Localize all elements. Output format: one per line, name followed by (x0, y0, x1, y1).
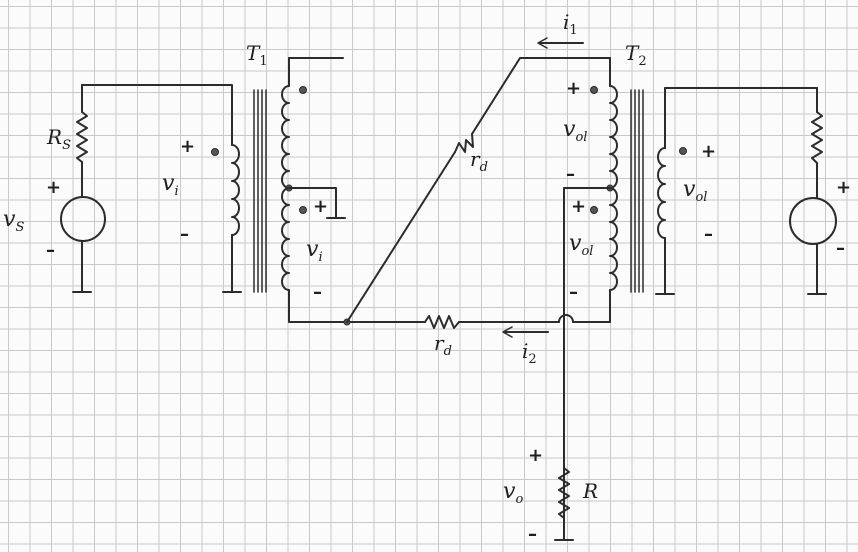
vol-lower-plus: + (571, 196, 586, 217)
voltage-source-right (789, 197, 837, 245)
vi-primary-plus: + (180, 136, 195, 157)
label-rs: RS (46, 125, 71, 153)
vo-minus: – (528, 524, 537, 545)
t2-core (630, 89, 644, 293)
t1-secondary (281, 57, 426, 323)
vol-lower-minus: – (569, 282, 578, 303)
source-circuit (60, 84, 242, 293)
label-vol-lower: vol (569, 231, 593, 259)
t1-center-tap-wire (288, 187, 337, 219)
label-i2: i2 (522, 339, 537, 367)
right-resistor (811, 111, 823, 164)
label-rd-diagonal: rd (470, 147, 488, 175)
t2-right-winding (657, 147, 666, 239)
load-resistor (554, 461, 574, 541)
label-t1: T1 (246, 41, 268, 69)
vol-right-minus: – (704, 224, 713, 245)
t1-upper-dot (299, 86, 307, 94)
t2-upper-winding (609, 85, 618, 189)
t1-bottom-wire (288, 289, 426, 323)
vo-plus: + (528, 445, 543, 466)
label-t2: T2 (625, 41, 647, 69)
vi-secondary-minus: – (313, 282, 322, 303)
right-source-minus: – (836, 238, 845, 259)
t2-windings (563, 57, 618, 541)
t1-lower-dot (299, 206, 307, 214)
i1-arrow-head (537, 37, 548, 49)
vi-secondary-plus: + (313, 196, 328, 217)
t2-right-dot (679, 147, 687, 155)
t1-primary-dot (211, 148, 219, 156)
vol-upper-plus: + (566, 78, 581, 99)
output-wire (563, 187, 611, 541)
t1-primary-winding (231, 144, 240, 236)
label-vol-upper: vol (563, 117, 587, 145)
top-wire (81, 84, 233, 146)
label-i1: i1 (563, 10, 578, 38)
t2-lower-winding (609, 187, 618, 291)
t2-upper-dot (590, 86, 598, 94)
vol-right-plus: + (701, 141, 716, 162)
rd-branches (343, 37, 611, 338)
labels: T1 T2 RS vS + – + vi – + vi – rd rd i1 i… (3, 10, 851, 545)
label-vi-primary: vi (162, 171, 179, 199)
r-load (558, 461, 570, 519)
i2-arrow-head (502, 326, 513, 338)
rs-resistor (76, 111, 88, 163)
right-circuit (655, 87, 837, 295)
label-vs: vS (3, 207, 24, 235)
vi-primary-minus: – (180, 224, 189, 245)
diagonal-wire-upper (471, 57, 611, 135)
label-r: R (582, 479, 598, 503)
label-rd-bottom: rd (434, 331, 452, 359)
vol-upper-minus: – (566, 164, 575, 185)
vs-minus: – (46, 240, 55, 261)
vs-plus: + (46, 177, 61, 198)
t1-core (253, 89, 267, 293)
label-vo: vo (503, 479, 523, 507)
wire-crossover (558, 314, 574, 323)
rd-bottom-resistor (424, 315, 460, 329)
t2-lower-dot (590, 206, 598, 214)
label-vi-secondary: vi (306, 237, 323, 265)
t1-lower-winding (281, 187, 290, 291)
t1-upper-winding (281, 85, 290, 189)
right-source-plus: + (836, 177, 851, 198)
rd-diagonal-resistor (454, 133, 474, 153)
voltage-source-vs (60, 196, 106, 242)
diagonal-wire-lower (346, 151, 456, 323)
label-vol-right: vol (683, 177, 707, 205)
